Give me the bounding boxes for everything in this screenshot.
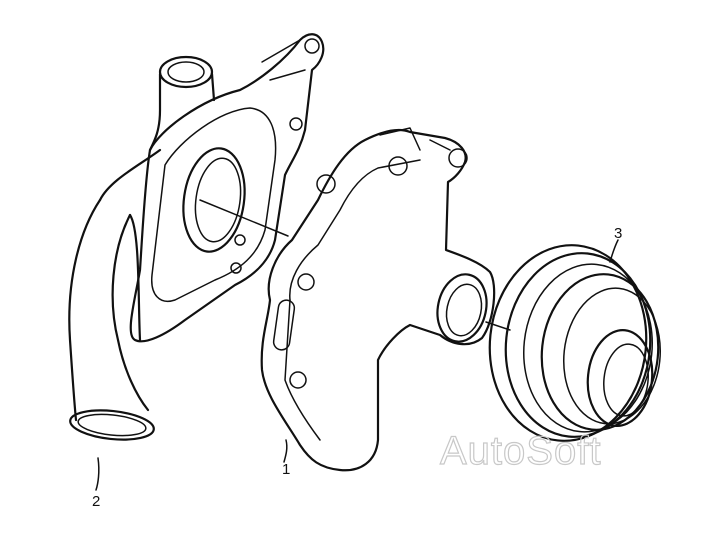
part-2-housing-pipe: [68, 33, 325, 441]
leader-1: [283, 439, 288, 463]
callout-1: 1: [282, 461, 290, 478]
leader-2: [95, 457, 100, 491]
callout-2: 2: [92, 493, 100, 510]
callout-leaders: [95, 239, 619, 491]
shaft-axis: [199, 199, 511, 331]
watermark: AutoSoft: [440, 429, 601, 473]
part-3-pulley: [488, 244, 662, 442]
part-1-pump-body: [260, 127, 496, 472]
leader-3: [609, 239, 619, 263]
callout-3: 3: [614, 225, 622, 242]
